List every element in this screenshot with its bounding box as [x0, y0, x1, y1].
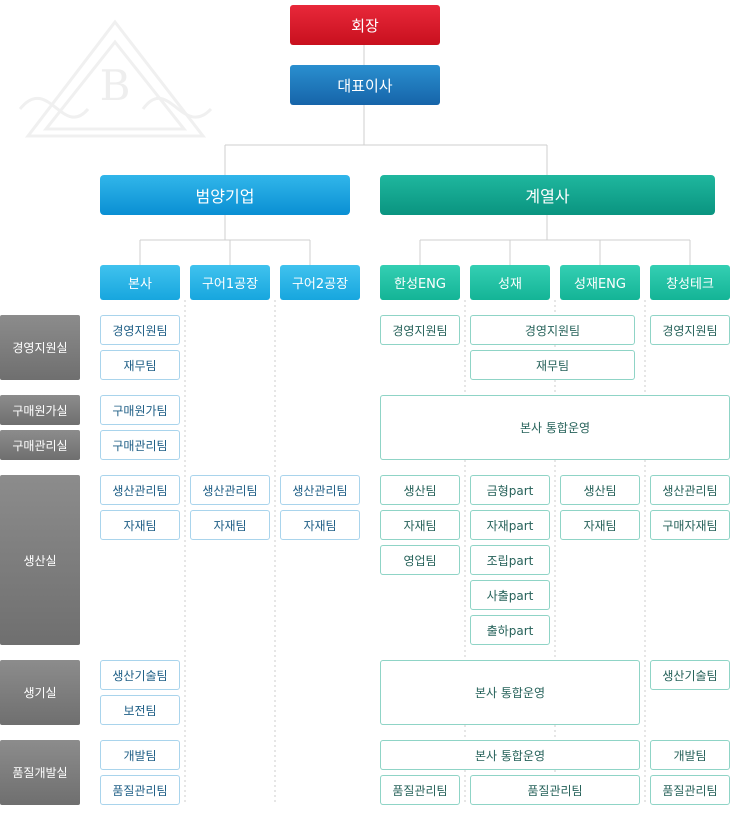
department-purchase-management: 구매관리실 — [0, 430, 80, 460]
team-cell: 경영지원팀 — [380, 315, 460, 345]
hq-integrated-operation-cell: 본사 통합운영 — [380, 740, 640, 770]
department-production: 생산실 — [0, 475, 80, 645]
chairman-box: 회장 — [290, 5, 440, 45]
department-production-engineering: 생기실 — [0, 660, 80, 725]
team-cell: 품질관리팀 — [650, 775, 730, 805]
team-cell: 자재팀 — [100, 510, 180, 540]
department-purchase-costing: 구매원가실 — [0, 395, 80, 425]
hq-integrated-operation-cell: 본사 통합운영 — [380, 660, 640, 725]
team-cell: 생산기술팀 — [650, 660, 730, 690]
ceo-box: 대표이사 — [290, 65, 440, 105]
team-cell: 생산기술팀 — [100, 660, 180, 690]
team-cell: 자재팀 — [190, 510, 270, 540]
column-header-seongjae-eng: 성재ENG — [560, 265, 640, 300]
column-header-hq: 본사 — [100, 265, 180, 300]
watermark-letter: B — [100, 61, 131, 110]
column-header-plant-1: 구어1공장 — [190, 265, 270, 300]
department-quality-development: 품질개발실 — [0, 740, 80, 805]
column-header-hansung-eng: 한성ENG — [380, 265, 460, 300]
team-cell: 자재part — [470, 510, 550, 540]
column-header-changsung-tech: 창성테크 — [650, 265, 730, 300]
group-main-company: 범양기업 — [100, 175, 350, 215]
team-cell: 경영지원팀 — [650, 315, 730, 345]
team-cell: 개발팀 — [100, 740, 180, 770]
team-cell: 생산관리팀 — [100, 475, 180, 505]
team-cell: 생산관리팀 — [280, 475, 360, 505]
team-cell: 경영지원팀 — [100, 315, 180, 345]
team-cell: 품질관리팀 — [470, 775, 640, 805]
team-cell: 생산관리팀 — [650, 475, 730, 505]
team-cell: 자재팀 — [560, 510, 640, 540]
department-management-support: 경영지원실 — [0, 315, 80, 380]
hq-integrated-operation-cell: 본사 통합운영 — [380, 395, 730, 460]
column-header-plant-2: 구어2공장 — [280, 265, 360, 300]
team-cell: 영업팀 — [380, 545, 460, 575]
team-cell: 생산팀 — [560, 475, 640, 505]
team-cell: 자재팀 — [280, 510, 360, 540]
team-cell: 금형part — [470, 475, 550, 505]
team-cell: 구매자재팀 — [650, 510, 730, 540]
team-cell: 경영지원팀 — [470, 315, 635, 345]
team-cell: 보전팀 — [100, 695, 180, 725]
team-cell: 구매관리팀 — [100, 430, 180, 460]
team-cell: 품질관리팀 — [380, 775, 460, 805]
team-cell: 구매원가팀 — [100, 395, 180, 425]
team-cell: 생산팀 — [380, 475, 460, 505]
team-cell: 출하part — [470, 615, 550, 645]
team-cell: 사출part — [470, 580, 550, 610]
team-cell: 조립part — [470, 545, 550, 575]
group-affiliates: 계열사 — [380, 175, 715, 215]
team-cell: 개발팀 — [650, 740, 730, 770]
team-cell: 자재팀 — [380, 510, 460, 540]
team-cell: 재무팀 — [470, 350, 635, 380]
team-cell: 재무팀 — [100, 350, 180, 380]
column-header-seongjae: 성재 — [470, 265, 550, 300]
team-cell: 생산관리팀 — [190, 475, 270, 505]
team-cell: 품질관리팀 — [100, 775, 180, 805]
company-logo-watermark: B — [18, 19, 213, 138]
